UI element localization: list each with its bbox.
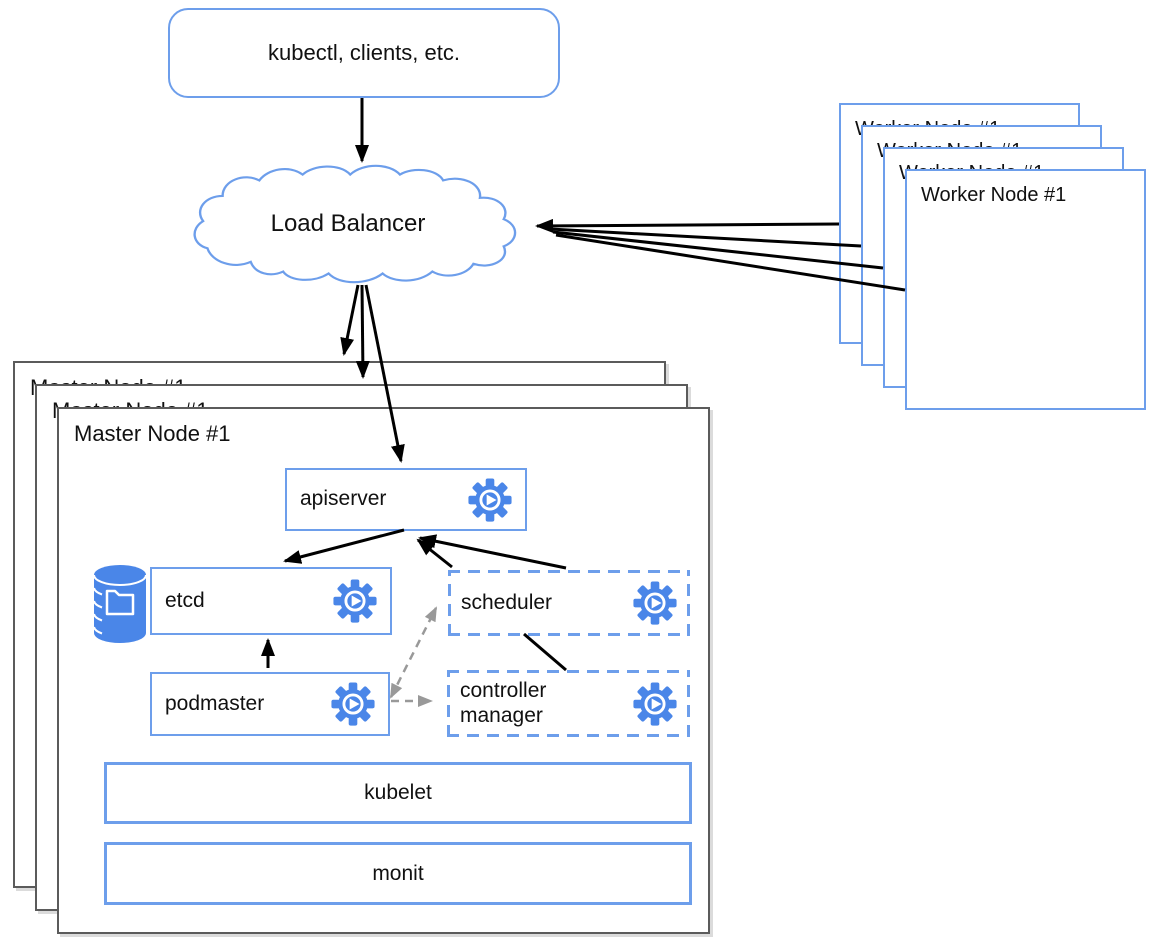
scheduler-box: scheduler — [448, 570, 690, 636]
daemon-gear-icon — [330, 681, 376, 727]
worker-node-front: Worker Node #1 — [905, 169, 1146, 410]
kubelet-box: kubelet — [104, 762, 692, 824]
apiserver-box: apiserver — [285, 468, 527, 531]
controller-manager-label: controller manager — [447, 679, 546, 727]
edge-worker-3-to-loadbalancer — [549, 227, 862, 248]
daemon-gear-icon — [467, 477, 513, 523]
worker-node-label: Worker Node #1 — [921, 184, 1067, 206]
monit-label: monit — [372, 861, 424, 885]
cloud-icon — [193, 164, 517, 284]
controller-manager-box: controller manager — [447, 670, 690, 737]
kubelet-label: kubelet — [364, 781, 432, 804]
scheduler-label: scheduler — [461, 590, 553, 614]
load-balancer-cloud: Load Balancer — [188, 161, 534, 289]
monit-box: monit — [104, 842, 692, 905]
database-folder-icon — [90, 560, 150, 648]
daemon-gear-icon — [632, 580, 678, 626]
load-balancer-label: Load Balancer — [270, 210, 426, 237]
master-node-label: Master Node #1 — [74, 421, 231, 446]
clients-box-label: kubectl, clients, etc. — [268, 40, 460, 65]
apiserver-label: apiserver — [300, 487, 387, 511]
etcd-box: etcd — [150, 567, 392, 635]
controller-manager-line2: manager — [460, 703, 543, 727]
edge-worker-back-to-loadbalancer — [535, 218, 840, 233]
controller-manager-line1: controller — [460, 679, 547, 703]
edge-worker-2-to-loadbalancer — [552, 230, 884, 270]
podmaster-box: podmaster — [150, 672, 390, 736]
podmaster-label: podmaster — [165, 691, 265, 715]
edge-loadbalancer-to-master-back — [340, 284, 360, 356]
etcd-label: etcd — [165, 588, 205, 612]
daemon-gear-icon — [332, 578, 378, 624]
master-node-front: Master Node #1 apiserver etcd scheduler … — [57, 407, 710, 934]
daemon-gear-icon — [632, 681, 678, 727]
clients-box: kubectl, clients, etc. — [168, 8, 560, 98]
